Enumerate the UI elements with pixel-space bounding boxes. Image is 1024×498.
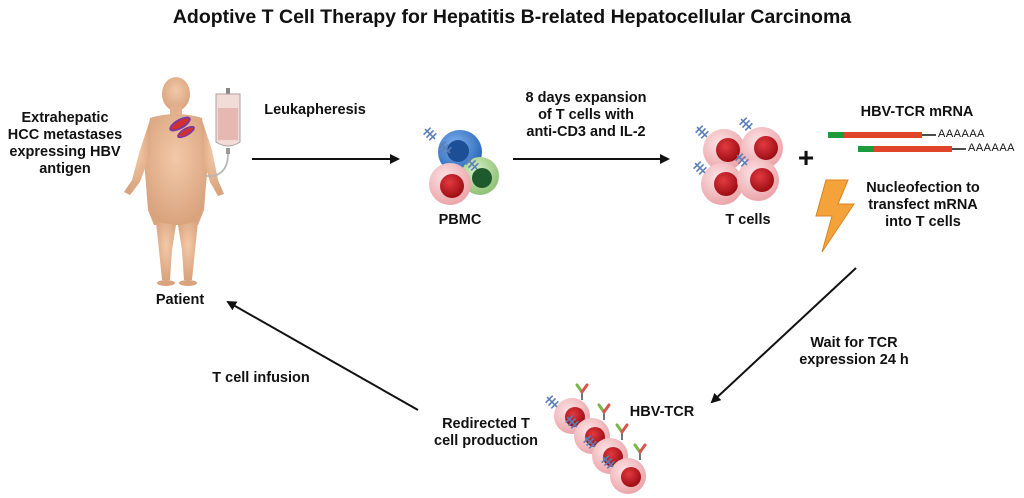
tumor-metastases-icon [169,116,195,139]
page-title: Adoptive T Cell Therapy for Hepatitis B-… [172,6,852,28]
arrow-wait-expression [710,267,857,404]
poly-a-tail-2: AAAAAA [968,142,1016,154]
redirected-label: Redirected T cell production [434,416,538,449]
leukapheresis-label: Leukapheresis [264,102,366,118]
expanded-t-cells [690,114,783,205]
arrow-infusion [226,301,419,411]
mrna-label: HBV-TCR mRNA [860,104,974,120]
nucleofection-label: Nucleofection to transfect mRNA into T c… [866,180,980,230]
iv-bag-icon [206,88,241,177]
infusion-label: T cell infusion [212,370,310,386]
poly-a-tail-1: AAAAAA [938,128,986,140]
redirected-t-cells [542,383,647,494]
plus-sign: + [797,142,815,173]
wait-label: Wait for TCR expression 24 h [799,335,909,368]
hbv-tcr-label: HBV-TCR [629,404,695,420]
expansion-label: 8 days expansion of T cells with anti-CD… [525,90,647,140]
hbv-tcr-mrna-strands [828,132,966,152]
pbmc-label: PBMC [438,212,482,228]
metastases-label: Extrahepatic HCC metastases expressing H… [7,110,123,177]
patient-label: Patient [155,292,205,308]
patient-figure [124,77,224,286]
t-cells-label: T cells [725,212,771,228]
lightning-bolt-icon [815,179,855,253]
pbmc-cells [420,124,499,205]
